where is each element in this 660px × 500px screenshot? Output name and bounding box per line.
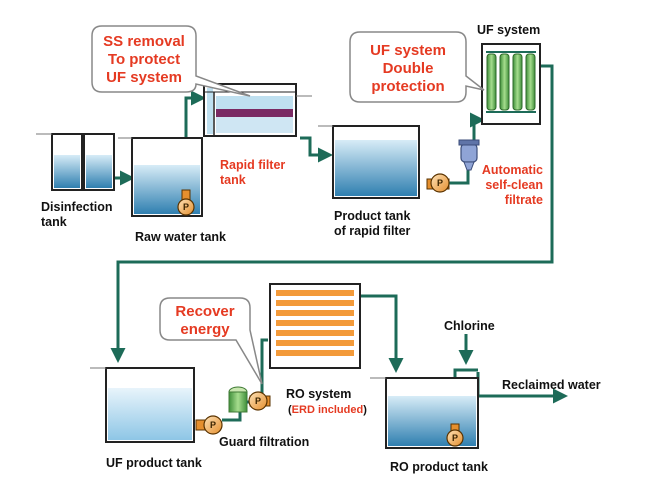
callout-uf-double-protection: UF system Double protection [349, 31, 485, 103]
product-tank-label-2: of rapid filter [334, 224, 411, 238]
raw-water-tank [118, 137, 203, 217]
callout-uf-line-1: UF system [370, 42, 446, 59]
ro-system-label: RO system [286, 387, 351, 401]
uf-product-tank-label: UF product tank [106, 456, 202, 470]
raw-water-pump: P [177, 189, 195, 216]
pipe-prefilter-to-uf [468, 112, 485, 144]
callout-ss-removal: SS removal To protect UF system [91, 25, 251, 97]
pipe-filter-to-product [300, 136, 333, 163]
erd-close: ) [363, 404, 367, 416]
pump-symbol: P [452, 433, 458, 443]
erd-open: ( [288, 404, 292, 416]
callout-ss-line-1: SS removal [103, 33, 185, 50]
guard-filtration-label: Guard filtration [219, 435, 309, 449]
callout-recover-line-2: energy [180, 321, 230, 338]
pump-symbol: P [437, 178, 443, 188]
disinfection-tank-label-1: Disinfection [41, 200, 113, 214]
erd-included: ERD included [292, 404, 364, 416]
uf-system-label: UF system [477, 23, 540, 37]
pump-symbol: P [183, 202, 189, 212]
auto-self-clean-label-2: self-clean [485, 178, 543, 192]
reclaimed-water-label: Reclaimed water [502, 378, 601, 392]
callout-ss-line-3: UF system [106, 69, 182, 86]
callout-uf-line-2: Double [383, 60, 434, 77]
auto-self-clean-label-1: Automatic [482, 163, 543, 177]
callout-ss-line-2: To protect [108, 51, 180, 68]
ro-product-pump: P [446, 423, 464, 447]
ro-system-unit [269, 283, 361, 369]
pump-symbol: P [210, 420, 216, 430]
chlorine-label: Chlorine [444, 319, 495, 333]
disinfection-tank-label-2: tank [41, 215, 67, 229]
disinfection-tank [36, 133, 115, 191]
callout-recover-line-1: Recover [175, 303, 234, 320]
rapid-filter-tank-label-1: Rapid filter [220, 158, 285, 172]
uf-system-unit [481, 43, 541, 125]
callout-recover-energy: Recover energy [159, 297, 263, 385]
uf-product-tank [90, 367, 195, 443]
rapid-filter-tank [203, 83, 312, 137]
pump-symbol: P [255, 396, 261, 406]
raw-water-tank-label: Raw water tank [135, 230, 226, 244]
pipe-ro-to-product [360, 294, 404, 373]
guard-filter [222, 386, 252, 422]
ro-highpressure-pump: P [248, 391, 271, 411]
uf-product-pump: P [195, 415, 223, 435]
auto-self-clean-label-3: filtrate [505, 193, 543, 207]
callout-uf-line-3: protection [371, 78, 444, 95]
rapid-filter-tank-label-2: tank [220, 173, 246, 187]
self-clean-prefilter [458, 139, 480, 171]
erd-label: (ERD included) [288, 404, 367, 416]
ro-product-tank-label: RO product tank [390, 460, 488, 474]
pipe-uf-to-uf-product [110, 64, 554, 363]
product-tank-pump: P [426, 173, 450, 193]
product-tank-label-1: Product tank [334, 209, 410, 223]
product-tank-rapid-filter [318, 125, 420, 199]
